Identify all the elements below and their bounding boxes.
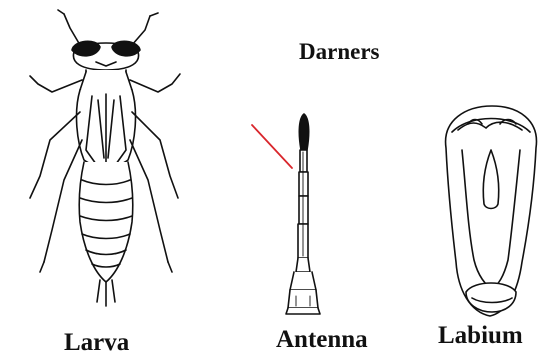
diagram-title: Darners (299, 40, 379, 63)
antenna-icon (286, 114, 320, 314)
caption-labium: Labium (438, 323, 523, 348)
caption-antenna: Antenna (276, 327, 368, 352)
labium-icon (446, 106, 537, 316)
caption-larva: Larva (64, 330, 129, 355)
pointer-line (252, 125, 292, 168)
dragonfly-larva-icon (30, 10, 180, 306)
